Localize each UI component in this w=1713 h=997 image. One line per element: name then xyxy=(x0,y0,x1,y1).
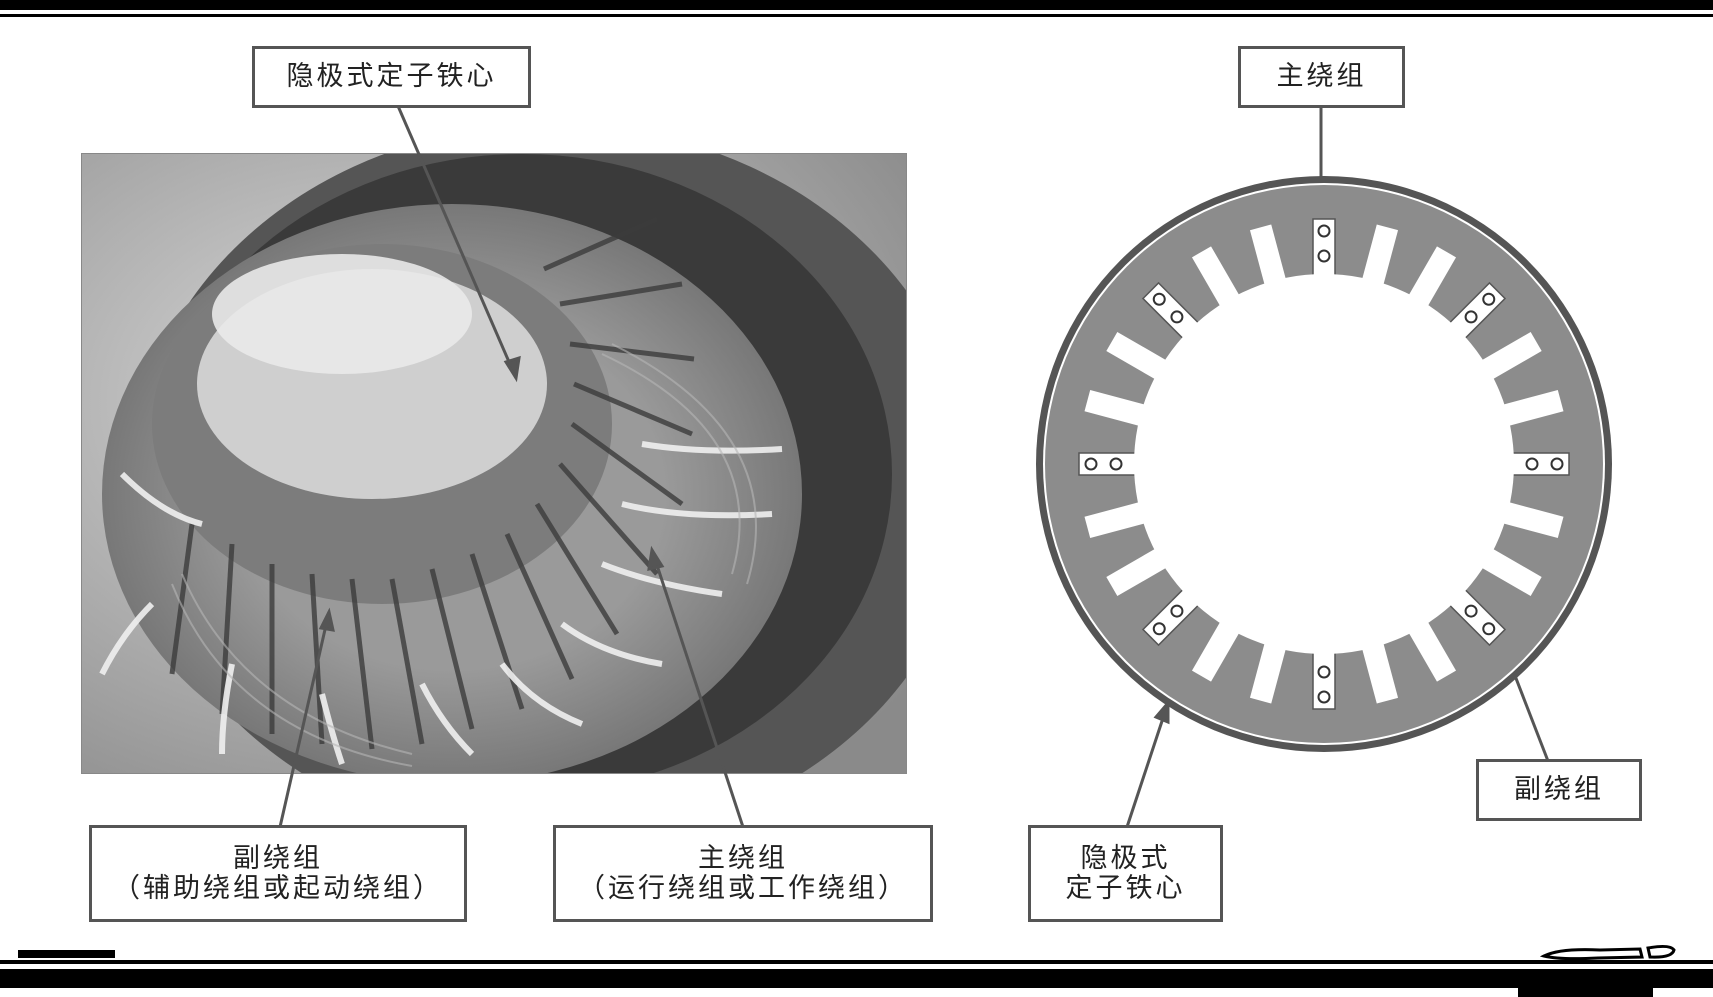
corner-scribble-icon xyxy=(1540,944,1676,961)
left-main-winding-label: 主绕组 （运行绕组或工作绕组） xyxy=(553,825,933,922)
conductor-marker xyxy=(1170,310,1184,324)
empty-slot xyxy=(1499,501,1564,539)
left-main-winding-label-line2: （运行绕组或工作绕组） xyxy=(578,872,908,904)
conductor-marker xyxy=(1317,224,1331,238)
empty-slot xyxy=(1406,246,1457,310)
bottom-rule-thin xyxy=(0,960,1713,964)
conductor-marker xyxy=(1152,622,1166,636)
empty-slot xyxy=(1084,389,1149,427)
empty-slot xyxy=(1191,618,1242,682)
conductor-marker xyxy=(1482,622,1496,636)
left-main-winding-label-line1: 主绕组 xyxy=(698,842,788,874)
left-aux-winding-label-line2: （辅助绕组或起动绕组） xyxy=(113,872,443,904)
left-aux-winding-label-line1: 副绕组 xyxy=(233,842,323,874)
empty-slot xyxy=(1478,546,1542,597)
right-aux-winding-label-text: 副绕组 xyxy=(1514,774,1604,805)
empty-slot xyxy=(1249,224,1287,289)
empty-slot xyxy=(1478,331,1542,382)
empty-slot xyxy=(1361,224,1399,289)
right-core-label-line2: 定子铁心 xyxy=(1065,872,1186,904)
left-core-label-text: 隐极式定子铁心 xyxy=(286,61,497,92)
right-main-winding-label: 主绕组 xyxy=(1238,46,1405,108)
right-core-label: 隐极式 定子铁心 xyxy=(1028,825,1223,922)
top-rule-thick xyxy=(0,0,1713,10)
empty-slot xyxy=(1191,246,1242,310)
conductor-marker xyxy=(1170,604,1184,618)
empty-slot xyxy=(1499,389,1564,427)
empty-slot xyxy=(1106,546,1170,597)
top-rule-thin xyxy=(0,14,1713,17)
empty-slot xyxy=(1084,501,1149,539)
right-core-label-line1: 隐极式 xyxy=(1080,842,1171,874)
empty-slot xyxy=(1249,639,1287,704)
conductor-marker xyxy=(1084,457,1098,471)
empty-slot xyxy=(1106,331,1170,382)
bottom-rule-thick xyxy=(0,969,1713,988)
conductor-marker xyxy=(1525,457,1539,471)
conductor-marker xyxy=(1550,457,1564,471)
conductor-marker xyxy=(1152,292,1166,306)
stator-photo xyxy=(81,153,907,774)
right-aux-winding-label: 副绕组 xyxy=(1476,759,1642,821)
left-core-label: 隐极式定子铁心 xyxy=(252,46,531,108)
conductor-marker xyxy=(1109,457,1123,471)
conductor-marker xyxy=(1464,310,1478,324)
winding-markers xyxy=(1084,224,1564,704)
left-aux-winding-label: 副绕组 （辅助绕组或起动绕组） xyxy=(89,825,467,922)
stator-slots xyxy=(1078,218,1570,710)
right-main-winding-label-text: 主绕组 xyxy=(1276,61,1367,92)
conductor-marker xyxy=(1482,292,1496,306)
bottom-left-marker xyxy=(18,950,115,958)
conductor-marker xyxy=(1317,690,1331,704)
conductor-marker xyxy=(1317,249,1331,263)
bottom-right-tab xyxy=(1518,985,1653,997)
conductor-marker xyxy=(1464,604,1478,618)
conductor-marker xyxy=(1317,665,1331,679)
stator-diagram xyxy=(1036,176,1612,752)
empty-slot xyxy=(1406,618,1457,682)
empty-slot xyxy=(1361,639,1399,704)
